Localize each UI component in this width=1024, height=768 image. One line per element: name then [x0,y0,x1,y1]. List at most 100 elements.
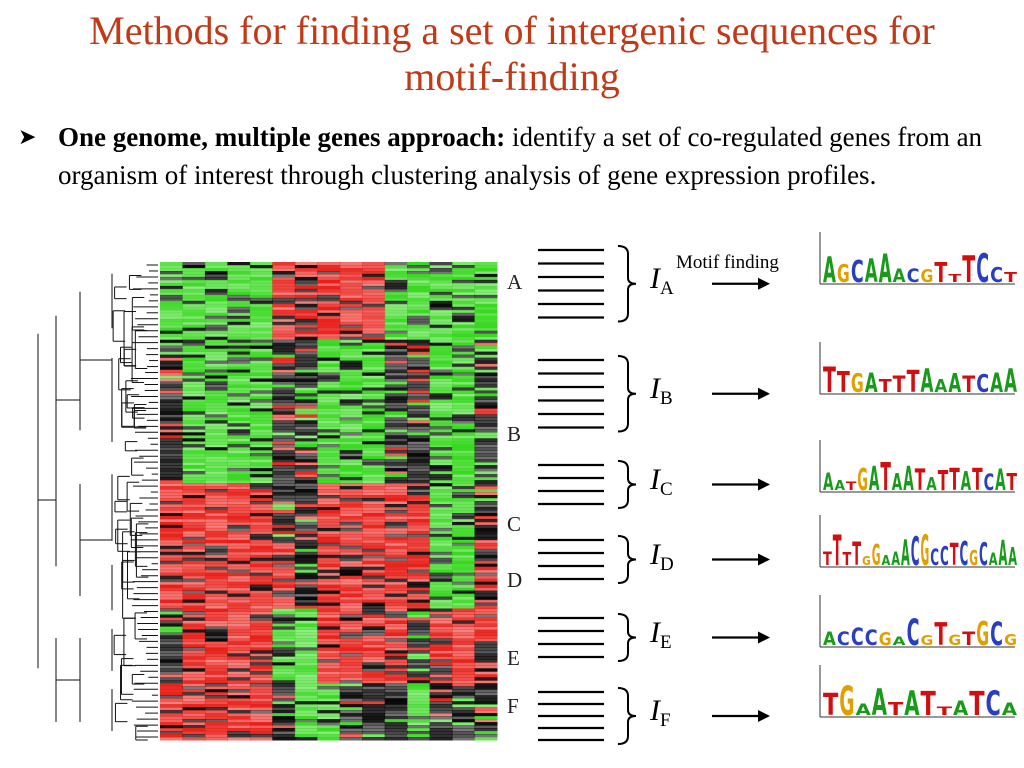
heatmap-cell [452,327,476,332]
heatmap-cell [249,330,273,335]
heatmap-cell [227,593,251,598]
heatmap-cell [452,680,476,684]
heatmap-cell [249,309,273,314]
heatmap-cell [182,453,206,457]
heatmap-cell [204,372,228,376]
heatmap-cell [227,683,251,687]
logo-letter: A [934,376,947,397]
heatmap-cell [204,677,228,681]
heatmap-cell [452,366,476,371]
cluster-letter-f: F [507,694,519,718]
heatmap-cell [272,674,296,678]
heatmap-cell [384,486,408,490]
heatmap-cell [182,695,206,699]
heatmap-cell [227,575,251,580]
heatmap-cell [339,569,363,574]
heatmap-cell [249,483,273,487]
logo-letter: T [938,465,949,497]
heatmap-cell [407,303,431,308]
heatmap-cell [384,435,408,439]
heatmap-cell [227,354,251,359]
heatmap-cell [452,265,476,269]
heatmap-cell [452,662,476,666]
heatmap-cell [204,530,228,535]
heatmap-cell [339,483,363,487]
heatmap-cell [294,737,318,741]
heatmap-cell [182,471,206,475]
heatmap-cell [204,369,228,374]
heatmap-cell [204,704,228,708]
heatmap-cell [384,659,408,663]
heatmap-cell [452,683,476,687]
heatmap-cell [227,420,251,424]
heatmap-cell [407,297,431,302]
heatmap-cell [407,560,431,565]
heatmap-cell [362,306,386,311]
heatmap-cell [407,396,431,400]
heatmap-cell [339,408,363,412]
heatmap-cell [429,288,453,293]
heatmap-cell [160,599,183,604]
logo-letter: A [823,628,836,650]
heatmap-cell [429,492,453,496]
heatmap-cell [474,590,498,595]
arrow-head-icon [758,478,770,491]
heatmap-cell [294,659,318,663]
heatmap-cell [317,593,341,598]
heatmap-cell [407,551,431,556]
heatmap-cell [339,291,363,296]
heatmap-cell [407,492,431,496]
heatmap-cell [452,324,476,329]
heatmap-cell [407,363,431,368]
heatmap-cell [160,495,183,499]
logo-letter: C [976,247,989,292]
heatmap-cell [294,483,318,487]
heatmap-cell [384,477,408,481]
heatmap-cell [249,459,273,463]
heatmap-cell [362,527,386,532]
heatmap-cell [160,510,183,514]
heatmap-cell [474,632,498,636]
heatmap-cell [339,378,363,382]
heatmap-cell [474,698,498,702]
heatmap-cell [474,324,498,329]
heatmap-cell [407,465,431,469]
heatmap-cell [362,569,386,574]
heatmap-cell [227,698,251,702]
heatmap-cell [249,635,273,639]
heatmap-cell [384,459,408,463]
heatmap-cell [160,480,183,484]
heatmap-cell [182,581,206,586]
heatmap-cell [339,279,363,284]
heatmap-cell [362,396,386,400]
heatmap-cell [272,291,296,296]
heatmap-cell [294,602,318,607]
heatmap-cell [362,695,386,699]
heatmap-cell [294,563,318,568]
heatmap-cell [294,456,318,460]
heatmap-cell [474,518,498,523]
heatmap-cell [362,704,386,708]
heatmap-cell [182,387,206,391]
heatmap-cell [407,426,431,430]
heatmap-cell [249,486,273,490]
heatmap-cell [204,641,228,645]
heatmap-cell [384,647,408,651]
heatmap-cell [362,474,386,478]
heatmap-cell [182,542,206,547]
heatmap-cell [429,336,453,341]
heatmap-cell [249,489,273,493]
heatmap-cell [182,710,206,714]
heatmap-cell [160,569,183,574]
heatmap-cell [317,462,341,466]
heatmap-cell [182,602,206,607]
heatmap-cell [317,524,341,529]
heatmap-cell [272,680,296,684]
heatmap-cell [452,554,476,559]
heatmap-cell [474,659,498,663]
heatmap-cell [474,300,498,305]
heatmap-cell [317,273,341,278]
heatmap-cell [429,551,453,556]
heatmap-cell [384,417,408,421]
heatmap-cell [474,686,498,690]
